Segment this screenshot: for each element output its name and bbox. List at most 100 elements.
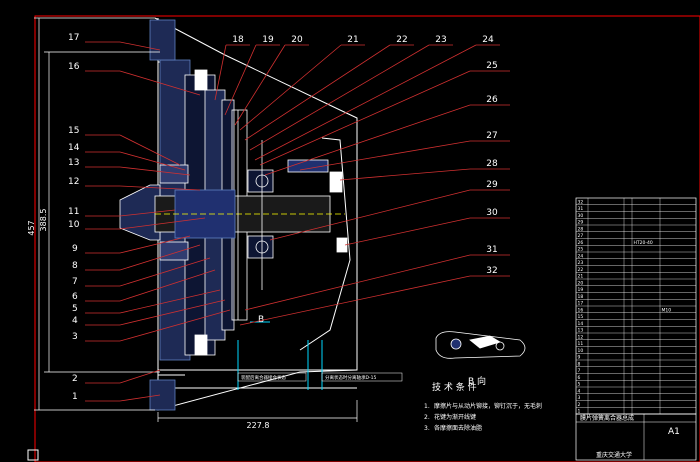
callout-17: 17 <box>68 33 79 43</box>
tech-item-text: 各摩擦面去除油脂 <box>434 424 482 432</box>
view-label: B 向 <box>468 375 486 387</box>
bom-cell: 14 <box>578 321 584 327</box>
bom-cell: 6 <box>578 375 581 381</box>
title-box <box>575 413 697 461</box>
tech-item-text: 花键为渐开线键 <box>434 413 476 421</box>
bom-cell: 23 <box>578 260 584 266</box>
callout-leader <box>119 166 191 176</box>
callout-leader <box>119 217 206 230</box>
callout-leader <box>119 257 211 287</box>
housing-outline <box>154 17 358 411</box>
bom-cell: 30 <box>578 213 584 219</box>
callout-32: 32 <box>486 266 497 276</box>
bom-cell: 5 <box>578 382 581 388</box>
bom-cell: 26 <box>578 240 584 246</box>
callout-leader <box>119 299 226 326</box>
callout-31: 31 <box>486 245 497 255</box>
bom-cell: 29 <box>578 220 584 226</box>
callout-25: 25 <box>486 61 497 71</box>
bom-cell: M10 <box>662 307 672 313</box>
bom-cell: 24 <box>578 253 584 259</box>
callout-leader <box>119 244 201 271</box>
drawing-frame <box>34 15 700 462</box>
tech-requirements-title: 技 术 条 件 <box>432 381 477 393</box>
callout-leader <box>239 44 342 131</box>
dim-outer-height: 457 <box>27 220 36 235</box>
callout-5: 5 <box>72 304 78 314</box>
corner-marker <box>27 449 39 461</box>
callout-28: 28 <box>486 159 498 169</box>
bom-cell: 17 <box>578 301 584 307</box>
dim-inner-height: 388.5 <box>39 209 48 232</box>
callout-30: 30 <box>486 208 498 218</box>
callout-leader <box>224 44 257 116</box>
callout-leader <box>264 104 471 176</box>
sheet-size: A1 <box>668 427 680 437</box>
bom-cell: 25 <box>578 247 584 253</box>
callout-leader <box>244 254 471 311</box>
callout-18: 18 <box>232 35 244 45</box>
callout-leader <box>119 70 201 96</box>
callout-leader <box>119 309 231 342</box>
callout-leader <box>259 70 471 166</box>
callout-3: 3 <box>72 332 78 342</box>
bom-cell: 2 <box>578 402 581 408</box>
callout-leader <box>234 44 286 126</box>
callout-leader <box>269 189 471 241</box>
callout-26: 26 <box>486 95 498 105</box>
callout-6: 6 <box>72 292 78 302</box>
bom-cell: 20 <box>578 280 584 286</box>
callout-leader <box>244 44 391 141</box>
callout-leader <box>119 185 201 191</box>
bom-cell: 13 <box>578 328 584 334</box>
callout-leader <box>344 217 471 246</box>
bom-cell: 7 <box>578 368 581 374</box>
callout-leader <box>214 44 227 101</box>
callout-leader <box>119 134 181 166</box>
callout-27: 27 <box>486 131 497 141</box>
callout-29: 29 <box>486 180 498 190</box>
school-name: 重庆交通大学 <box>596 451 632 459</box>
note-right-box <box>321 372 403 382</box>
release-mechanism <box>237 110 348 320</box>
callout-20: 20 <box>291 35 303 45</box>
callout-7: 7 <box>72 277 78 287</box>
callout-2: 2 <box>72 374 78 384</box>
callout-23: 23 <box>435 35 446 45</box>
callout-leader <box>254 44 477 161</box>
note-left-box <box>237 372 307 382</box>
callout-16: 16 <box>68 62 80 72</box>
bom-cell: 18 <box>578 294 584 300</box>
callout-leader <box>119 289 221 314</box>
callout-leader <box>119 269 216 302</box>
callout-leader <box>119 209 176 217</box>
callout-leader <box>119 235 191 254</box>
callout-19: 19 <box>262 35 274 45</box>
note-right: 分离状态时分离轴承D-15 <box>325 374 376 381</box>
callout-12: 12 <box>68 177 79 187</box>
tech-item-text: 摩擦片与从动片铆接，铆钉沉于，无毛刺 <box>434 402 542 410</box>
bom-cell: 3 <box>578 395 581 401</box>
bom-cell: 11 <box>578 341 584 347</box>
callout-leader <box>119 369 161 384</box>
bom-cell: 10 <box>578 348 584 354</box>
dimension-lines <box>34 17 358 422</box>
bom-cell: 1 <box>578 409 581 415</box>
callout-leader <box>239 275 471 326</box>
bom-cell: 4 <box>578 388 581 394</box>
callout-11: 11 <box>68 207 79 217</box>
bom-cell: 16 <box>578 307 584 313</box>
callout-leader <box>249 44 430 151</box>
bom-cell: 21 <box>578 274 584 280</box>
bom-cell: 32 <box>578 199 584 205</box>
bom-cell: 8 <box>578 361 581 367</box>
callout-leader <box>119 41 161 51</box>
callout-22: 22 <box>396 35 407 45</box>
callout-15: 15 <box>68 126 79 136</box>
